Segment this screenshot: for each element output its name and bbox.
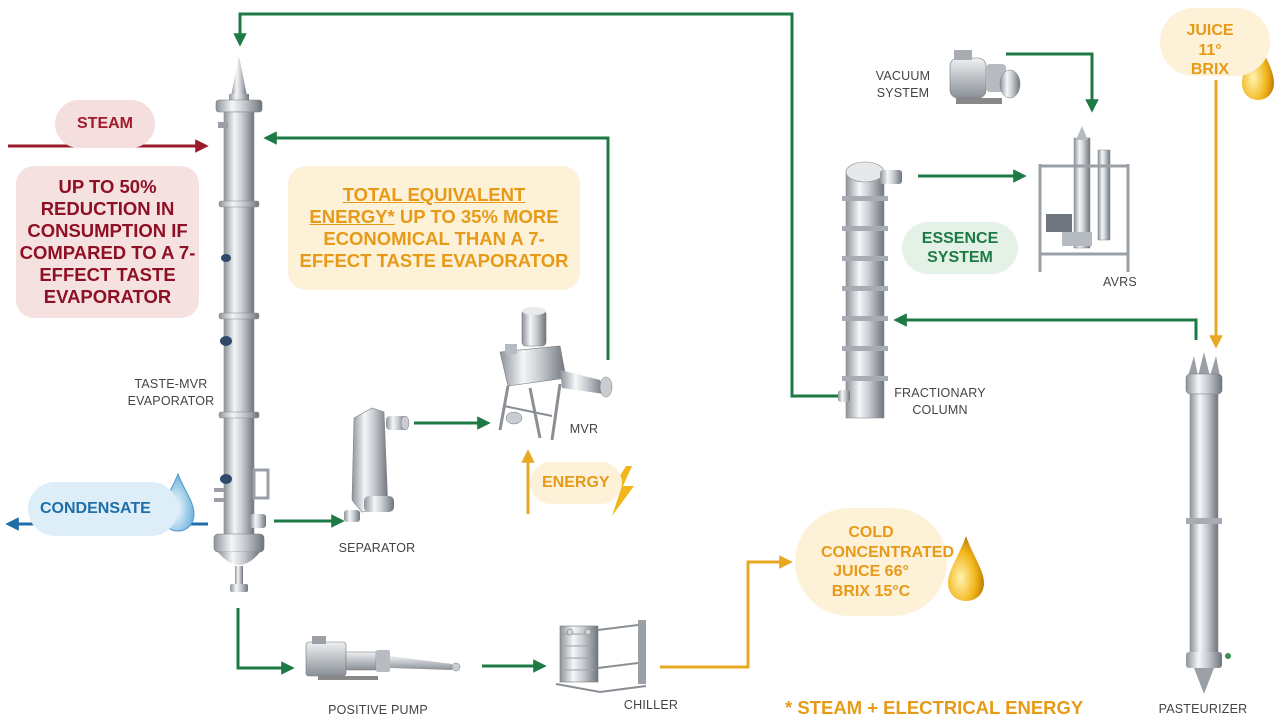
energy-bubble: ENERGY xyxy=(530,462,622,504)
juice-in-bubble: JUICE 11° BRIX xyxy=(1160,8,1270,78)
condensate-bubble: CONDENSATE xyxy=(28,482,178,536)
pasteurizer-image xyxy=(1185,352,1231,694)
fractionary-column-image xyxy=(838,161,902,419)
juice-in-text: JUICE 11° BRIX xyxy=(1186,22,1234,78)
total-energy-text: UP TO 35% MORE ECONOMICAL THAN A 7-EFFEC… xyxy=(299,206,569,271)
chiller-image xyxy=(555,620,647,694)
vacuum-system-image xyxy=(949,50,1021,104)
vacuum-system-label: VACUUM SYSTEM xyxy=(875,69,931,100)
steam-text: STEAM xyxy=(77,115,133,132)
evaporator-label: TASTE-MVR EVAPORATOR xyxy=(127,377,215,408)
total-energy-bubble: TOTAL EQUIVALENT ENERGY* UP TO 35% MORE … xyxy=(288,166,580,290)
essence-system-text: ESSENCE SYSTEM xyxy=(921,230,999,266)
flow-arrows xyxy=(5,12,1223,675)
cold-juice-bubble: COLD CONCENTRATED JUICE 66° BRIX 15°C xyxy=(795,508,955,616)
juice-drop-icon-top xyxy=(1242,38,1274,100)
pasteurizer-label: PASTEURIZER xyxy=(1158,702,1248,716)
separator-image xyxy=(344,407,410,522)
arrow-chiller-to-product xyxy=(660,555,793,669)
mvr-label: MVR xyxy=(569,422,599,436)
taste-mvr-evaporator-image xyxy=(213,56,270,592)
arrow-pasteurizer-to-column xyxy=(893,313,1198,340)
arrow-vacuum-to-avrs xyxy=(1006,52,1099,113)
positive-pump-image xyxy=(305,636,461,680)
arrow-evaporator-to-pump xyxy=(236,608,295,675)
mvr-image xyxy=(498,307,613,441)
arrow-column-to-evaporator xyxy=(233,12,840,398)
avrs-image xyxy=(1038,126,1130,272)
condensate-text: CONDENSATE xyxy=(40,500,151,517)
total-energy-heading: TOTAL EQUIVALENT ENERGY* xyxy=(309,184,526,227)
positive-pump-label: POSITIVE PUMP xyxy=(328,703,428,717)
chiller-label: CHILLER xyxy=(623,698,679,712)
essence-system-bubble: ESSENCE SYSTEM xyxy=(902,222,1018,274)
separator-label: SEPARATOR xyxy=(338,541,416,555)
fractionary-column-label: FRACTIONARY COLUMN xyxy=(894,386,986,417)
reduction-text: UP TO 50% REDUCTION IN CONSUMPTION IF CO… xyxy=(19,176,196,307)
steam-bubble: STEAM xyxy=(55,100,155,148)
reduction-bubble: UP TO 50% REDUCTION IN CONSUMPTION IF CO… xyxy=(16,166,199,318)
footnote: * STEAM + ELECTRICAL ENERGY xyxy=(785,697,1084,718)
juice-drop-icon xyxy=(948,536,984,601)
cold-juice-text: COLD CONCENTRATED JUICE 66° BRIX 15°C xyxy=(821,524,955,600)
avrs-label: AVRS xyxy=(1103,275,1137,289)
arrow-mvr-to-evaporator xyxy=(263,131,610,360)
energy-text: ENERGY xyxy=(542,474,610,491)
lightning-icon xyxy=(610,466,634,516)
